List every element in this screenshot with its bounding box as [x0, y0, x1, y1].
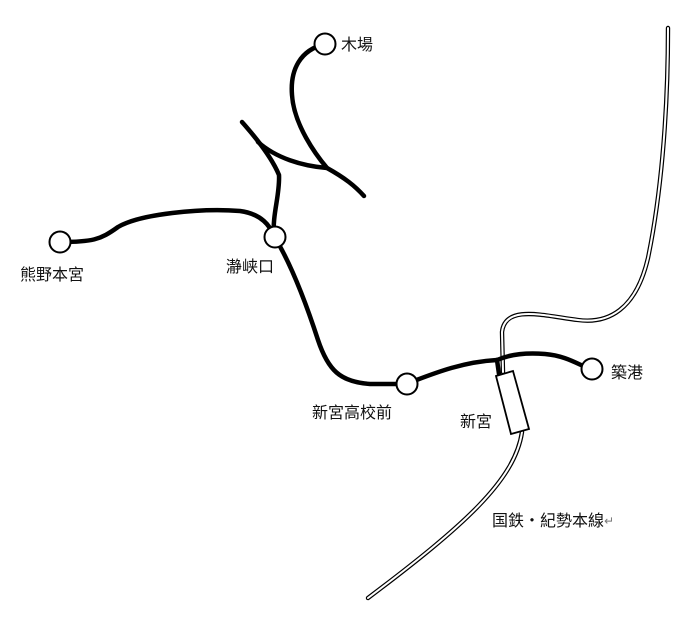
route-torokyo-shingukoko	[271, 233, 409, 387]
route-shingu-chikko	[494, 351, 594, 372]
station-marker-kumano-hongu	[48, 230, 72, 254]
route-torokyo-north	[239, 119, 282, 239]
railway-label-kisei: 国鉄・紀勢本線	[492, 511, 604, 530]
station-labels: 木場 熊野本宮 瀞峡口 新宮高校前 新宮 築港 国鉄・紀勢本線 ↵	[20, 35, 643, 530]
kisei-main-line	[365, 25, 671, 601]
station-label-kumano-hongu: 熊野本宮	[20, 265, 84, 284]
route-shingu-link	[494, 357, 502, 377]
route-lines	[57, 41, 594, 387]
route-kiba-branch	[289, 41, 330, 171]
station-label-kiba: 木場	[341, 35, 373, 54]
route-shingukoko-shingu	[403, 357, 500, 387]
station-marker-chikko	[580, 357, 604, 381]
station-marker-torokyo-guchi	[263, 225, 287, 249]
station-label-chikko: 築港	[611, 363, 643, 382]
station-label-shingu: 新宮	[460, 412, 492, 431]
station-markers	[48, 32, 604, 396]
station-marker-shingu-koko	[395, 372, 419, 396]
route-hongu-torokyo	[57, 207, 277, 245]
shingu-platform	[494, 369, 531, 436]
return-mark: ↵	[604, 514, 614, 528]
station-marker-kiba	[313, 32, 337, 56]
station-label-shingu-koko: 新宮高校前	[312, 403, 392, 422]
station-label-torokyo-guchi: 瀞峡口	[226, 257, 274, 276]
